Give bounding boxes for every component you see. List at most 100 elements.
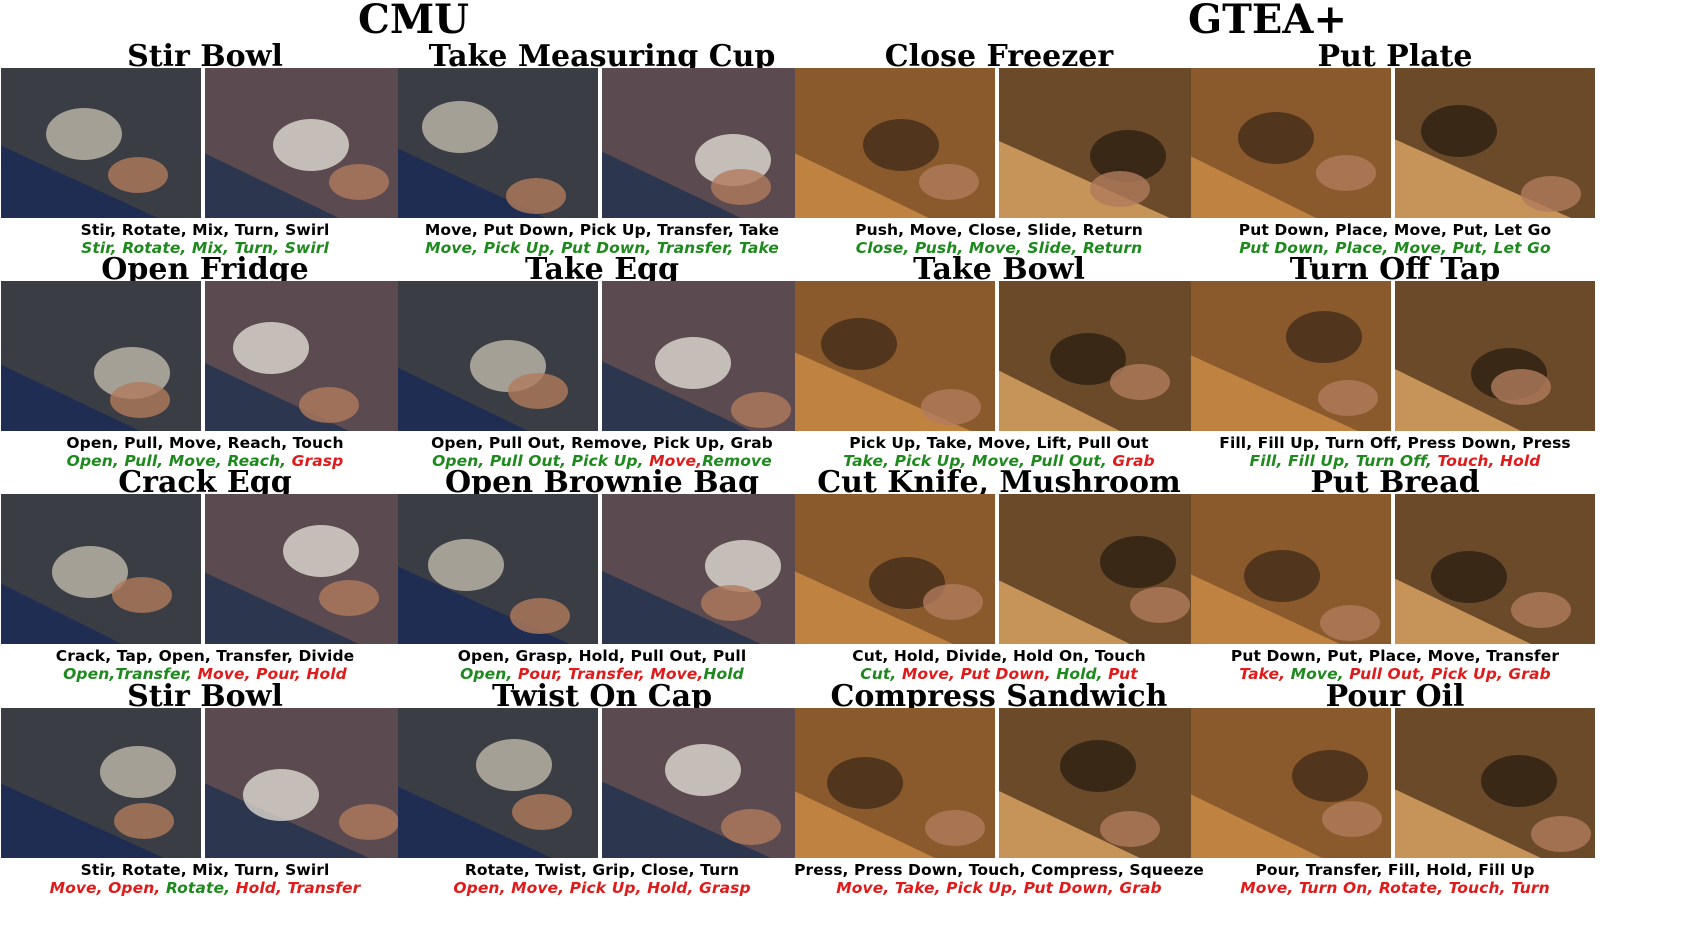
video-frame-right <box>602 68 802 218</box>
cell-title: Compress Sandwich <box>830 679 1168 714</box>
predicted-verbs: Put Down, Place, Move, Put, Let Go <box>1190 239 1600 257</box>
ground-truth-verbs: Put Down, Put, Place, Move, Transfer <box>1230 647 1560 665</box>
correct-verb: Move, <box>168 452 228 470</box>
video-frame-right <box>1395 708 1595 858</box>
video-frame-left <box>1 68 201 218</box>
correct-verb: Move, <box>1393 239 1453 257</box>
cell-title: Close Freezer <box>884 39 1114 74</box>
cell-title: Take Egg <box>524 252 680 287</box>
video-frame-right <box>602 494 802 644</box>
predicted-verbs: Open, Pull Out, Pick Up, Move,Remove <box>397 452 807 470</box>
predicted-verbs: Close, Push, Move, Slide, Return <box>794 239 1204 257</box>
predicted-verbs: Move, Pick Up, Put Down, Transfer, Take <box>397 239 807 257</box>
cell-title: Cut Knife, Mushroom <box>817 465 1181 500</box>
dataset-title-gtea: GTEA+ <box>1188 0 1347 43</box>
incorrect-verb: Take, <box>894 879 947 897</box>
predicted-verbs: Move, Turn On, Rotate, Touch, Turn <box>1190 879 1600 897</box>
predicted-verbs: Open, Move, Pick Up, Hold, Grasp <box>397 879 807 897</box>
incorrect-verb: Touch, <box>1437 452 1501 470</box>
video-frame-right <box>1395 281 1595 431</box>
incorrect-verb: Move, <box>649 452 703 470</box>
video-frame-left <box>1 708 201 858</box>
incorrect-verb: Turn <box>1511 879 1550 897</box>
incorrect-verb: Pick Up, <box>569 879 648 897</box>
video-frame-right <box>999 68 1199 218</box>
cell-title: Stir Bowl <box>127 679 283 714</box>
correct-verb: Move, <box>972 452 1031 470</box>
video-frame-left <box>795 281 995 431</box>
incorrect-verb: Grab <box>1112 452 1155 470</box>
video-frame-right <box>1395 494 1595 644</box>
incorrect-verb: Put Down, <box>1023 879 1120 897</box>
incorrect-verb: Pull Out, <box>1349 665 1431 683</box>
cell-title: Take Measuring Cup <box>428 39 776 74</box>
cell-title: Put Plate <box>1317 39 1473 74</box>
correct-verb: Reach, <box>227 452 292 470</box>
ground-truth-verbs: Press, Press Down, Touch, Compress, Sque… <box>794 861 1204 879</box>
cell-title: Pour Oil <box>1325 679 1465 714</box>
predicted-verbs: Fill, Fill Up, Turn Off, Touch, Hold <box>1190 452 1600 470</box>
incorrect-verb: Pick Up, <box>1430 665 1509 683</box>
incorrect-verb: Move, <box>836 879 895 897</box>
incorrect-verb: Touch, <box>1448 879 1512 897</box>
predicted-verbs: Open, Pour, Transfer, Move,Hold <box>397 665 807 683</box>
video-frame-right <box>205 708 405 858</box>
correct-verb: Turn, <box>234 239 285 257</box>
incorrect-verb: Pick Up, <box>946 879 1024 897</box>
cell-title: Open Fridge <box>101 252 309 287</box>
video-frame-left <box>1 494 201 644</box>
incorrect-verb: Transfer <box>287 879 361 897</box>
incorrect-verb: Pour, <box>517 665 569 683</box>
correct-verb: Remove <box>702 452 772 470</box>
ground-truth-verbs: Open, Pull Out, Remove, Pick Up, Grab <box>431 434 773 452</box>
video-frame-left <box>1191 281 1391 431</box>
incorrect-verb: Move, <box>650 665 704 683</box>
predicted-verbs: Stir, Rotate, Mix, Turn, Swirl <box>0 239 410 257</box>
correct-verb: Hold <box>703 665 744 683</box>
ground-truth-verbs: Rotate, Twist, Grip, Close, Turn <box>464 861 740 879</box>
video-frame-right <box>205 494 405 644</box>
correct-verb: Open, <box>460 665 518 683</box>
ground-truth-verbs: Put Down, Place, Move, Put, Let Go <box>1238 221 1552 239</box>
correct-verb: Move, <box>1290 665 1350 683</box>
incorrect-verb: Transfer, <box>568 665 651 683</box>
incorrect-verb: Pour, <box>256 665 307 683</box>
correct-verb: Push, <box>914 239 969 257</box>
video-frame-left <box>398 281 598 431</box>
correct-verb: Pick Up, <box>894 452 973 470</box>
incorrect-verb: Move, <box>511 879 570 897</box>
dataset-title-cmu: CMU <box>358 0 469 43</box>
cell-title: Twist On Cap <box>491 679 713 714</box>
ground-truth-verbs: Push, Move, Close, Slide, Return <box>855 221 1143 239</box>
incorrect-verb: Move, <box>49 879 109 897</box>
cell-title: Stir Bowl <box>127 39 283 74</box>
video-frame-left <box>398 708 598 858</box>
ground-truth-verbs: Open, Pull, Move, Reach, Touch <box>66 434 344 452</box>
predicted-verbs: Cut, Move, Put Down, Hold, Put <box>794 665 1204 683</box>
video-frame-right <box>999 708 1199 858</box>
correct-verb: Swirl <box>284 239 329 257</box>
video-frame-left <box>1 281 201 431</box>
ground-truth-verbs: Stir, Rotate, Mix, Turn, Swirl <box>80 221 330 239</box>
cell-title: Turn Off Tap <box>1289 252 1501 287</box>
ground-truth-verbs: Move, Put Down, Pick Up, Transfer, Take <box>424 221 780 239</box>
incorrect-verb: Rotate, <box>1378 879 1449 897</box>
correct-verb: Open, <box>66 452 125 470</box>
correct-verb: Put Down, <box>1239 239 1336 257</box>
correct-verb: Stir, <box>81 239 123 257</box>
correct-verb: Cut, <box>860 665 902 683</box>
ground-truth-verbs: Crack, Tap, Open, Transfer, Divide <box>55 647 355 665</box>
ground-truth-verbs: Pour, Transfer, Fill, Hold, Fill Up <box>1255 861 1535 879</box>
incorrect-verb: Move, <box>197 665 257 683</box>
correct-verb: Take <box>739 239 779 257</box>
cell-title: Open Brownie Bag <box>445 465 759 500</box>
correct-verb: Hold, <box>1056 665 1109 683</box>
predicted-verbs: Open,Transfer, Move, Pour, Hold <box>0 665 410 683</box>
